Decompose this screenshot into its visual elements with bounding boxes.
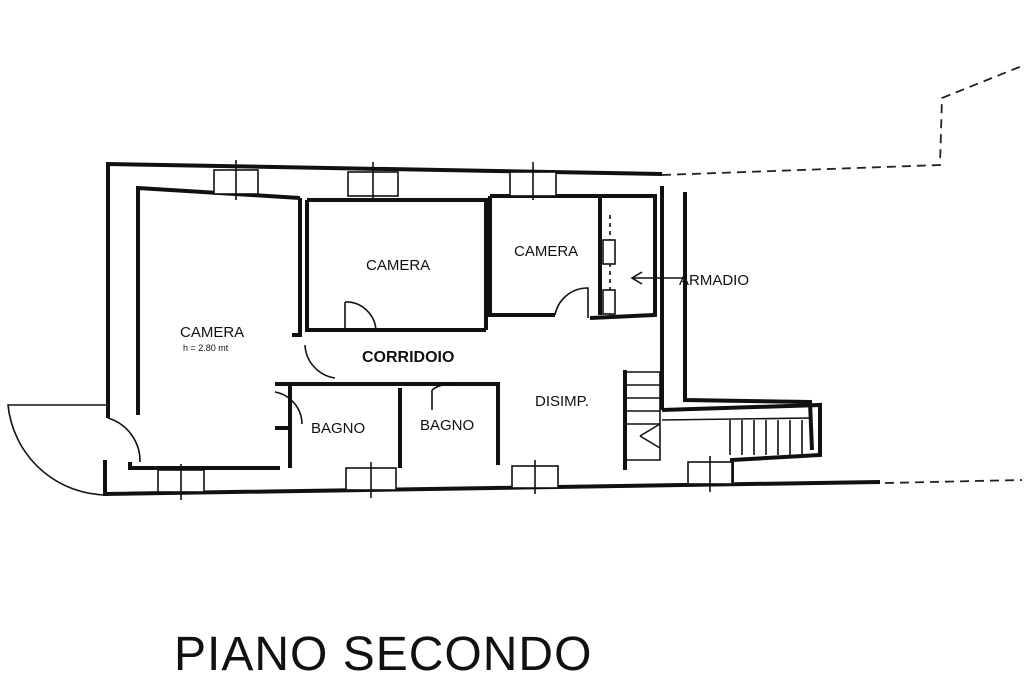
interior-walls xyxy=(275,194,657,470)
room-label-camera-center: CAMERA xyxy=(366,257,430,274)
room-label-bagno-right: BAGNO xyxy=(420,417,474,434)
windows xyxy=(157,160,733,500)
adjacent-building-outline xyxy=(661,65,1023,484)
room-label-camera-right: CAMERA xyxy=(514,243,578,260)
door-camera-left xyxy=(107,417,141,463)
doors xyxy=(7,287,589,496)
staircase xyxy=(625,371,811,461)
room-label-camera-left: CAMERA xyxy=(180,324,244,341)
room-label-bagno-left: BAGNO xyxy=(311,420,365,437)
callout-armadio: ARMADIO xyxy=(679,272,749,289)
exterior-walls xyxy=(103,161,881,497)
door-bagno-right xyxy=(431,383,456,410)
entrance-door xyxy=(7,404,109,496)
wardrobe xyxy=(602,215,686,315)
room-label-disimpegno: DISIMP. xyxy=(535,393,589,410)
plan-title: PIANO SECONDO xyxy=(174,628,592,681)
room-label-corridoio: CORRIDOIO xyxy=(362,349,454,366)
door-camera-center xyxy=(344,301,377,333)
ceiling-height-note: h = 2.80 mt xyxy=(183,343,229,353)
door-camera-right xyxy=(554,287,589,318)
door-corridoio xyxy=(304,344,336,379)
door-bagno-left xyxy=(274,391,303,425)
